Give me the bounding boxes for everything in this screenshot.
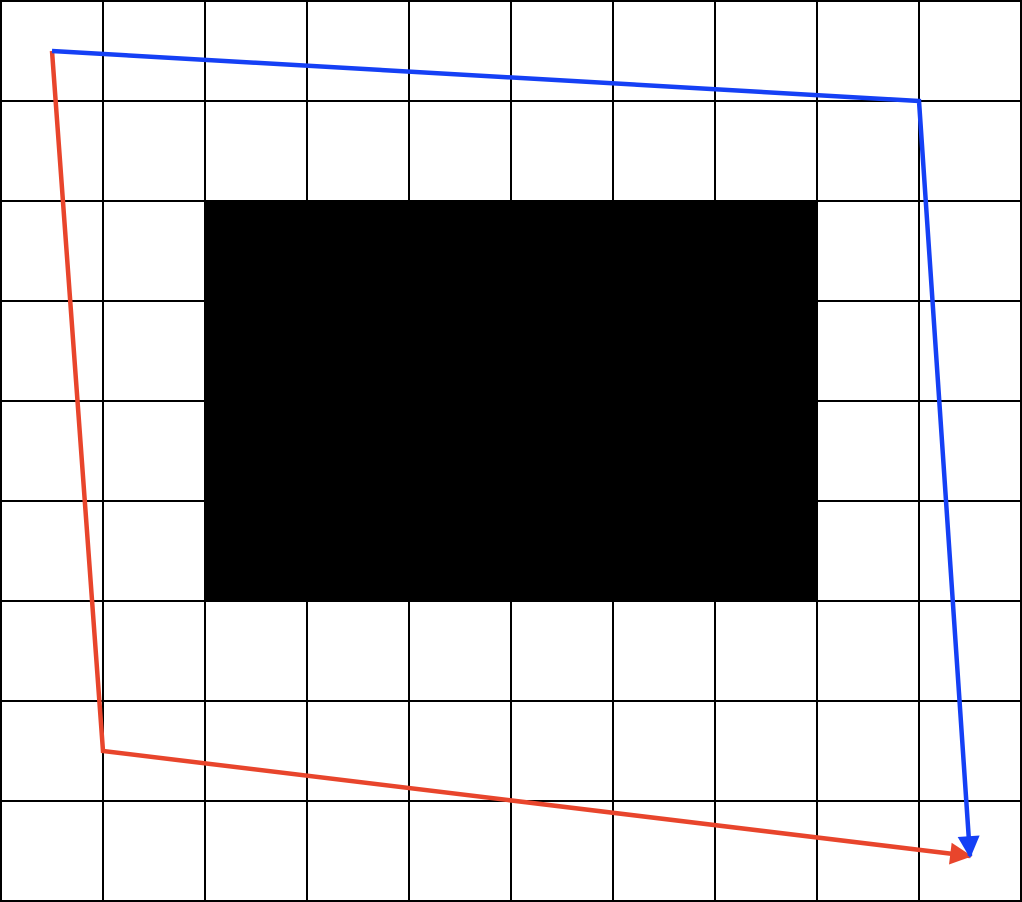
blue-path (51, 48, 980, 859)
red-path (49, 50, 973, 865)
paths (49, 48, 980, 865)
